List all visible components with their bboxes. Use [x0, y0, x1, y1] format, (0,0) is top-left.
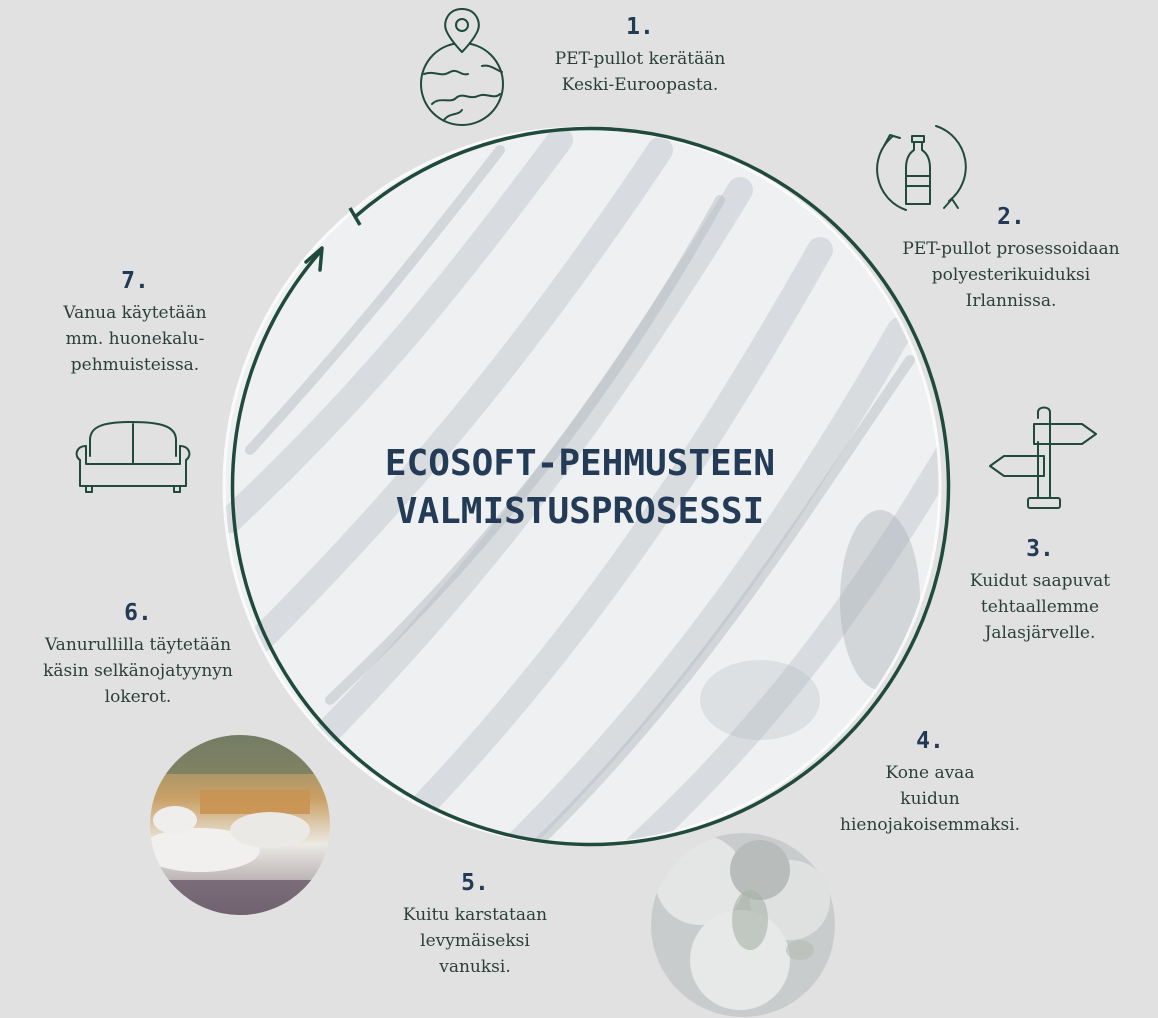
ring-start-tick: [348, 207, 362, 226]
recycle-bottle-icon: [876, 125, 967, 211]
step-2: 2. PET-pullot prosessoidaan polyesteriku…: [866, 204, 1156, 314]
factory-photo: [150, 735, 330, 915]
step-7: 7. Vanua käytetään mm. huonekalu- pehmui…: [30, 268, 240, 378]
step-number: 3.: [1026, 536, 1054, 562]
step-1: 1. PET-pullot kerätään Keski-Euroopasta.: [510, 14, 770, 98]
step-text: Vanua käytetään mm. huonekalu- pehmuiste…: [63, 303, 207, 375]
step-3: 3. Kuidut saapuvat tehtaallemme Jalasjär…: [930, 536, 1150, 646]
step-text: Kuitu karstataan levymäiseksi vanuksi.: [402, 905, 548, 977]
fiber-texture-photo: [224, 128, 940, 844]
step-text: Vanurullilla täytetään käsin selkänojaty…: [43, 635, 233, 707]
globe-location-icon: [420, 8, 504, 126]
step-text: PET-pullot kerätään Keski-Euroopasta.: [554, 49, 726, 95]
signpost-icon: [989, 406, 1097, 509]
sofa-icon: [75, 421, 191, 493]
step-number: 2.: [997, 204, 1025, 230]
step-number: 5.: [461, 870, 489, 896]
step-text: PET-pullot prosessoidaan polyesterikuidu…: [902, 239, 1120, 311]
step-number: 4.: [916, 728, 944, 754]
step-text: Kuidut saapuvat tehtaallemme Jalasjärvel…: [969, 571, 1111, 643]
step-6: 6. Vanurullilla täytetään käsin selkänoj…: [4, 600, 272, 710]
fiber-photo: [651, 833, 835, 1017]
step-number: 1.: [626, 14, 654, 40]
step-number: 6.: [124, 600, 152, 626]
step-text: Kone avaa kuidun hienojakoisemmaksi.: [840, 763, 1021, 835]
ring-arrowhead: [304, 246, 324, 272]
diagram-title: ECOSOFT-PEHMUSTEEN VALMISTUSPROSESSI: [384, 443, 776, 532]
step-4: 4. Kone avaa kuidun hienojakoisemmaksi.: [840, 728, 1020, 838]
step-number: 7.: [121, 268, 149, 294]
process-ring: [230, 126, 951, 847]
step-5: 5. Kuitu karstataan levymäiseksi vanuksi…: [370, 870, 580, 980]
